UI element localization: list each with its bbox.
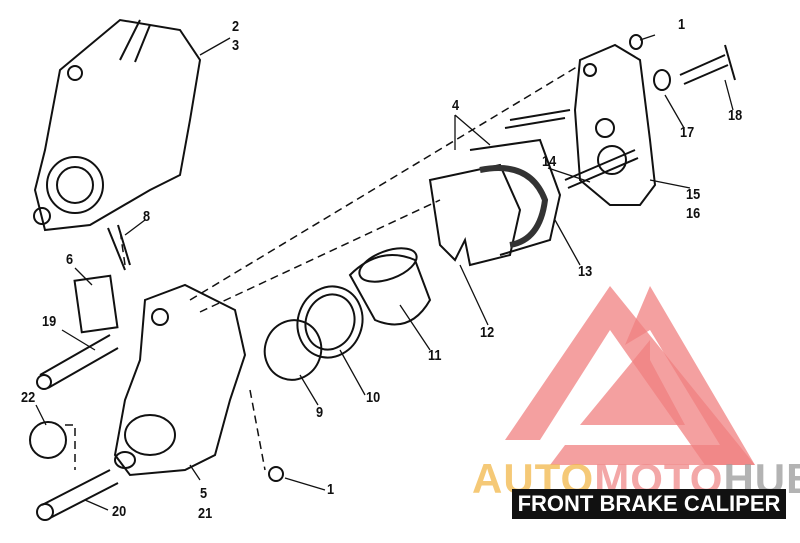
callout-1-top: 1 (678, 16, 686, 33)
callout-6: 6 (66, 251, 74, 268)
callout-5: 5 (200, 485, 208, 502)
callout-11: 11 (428, 347, 442, 364)
callout-8: 8 (143, 208, 151, 225)
callout-13: 13 (578, 263, 593, 280)
callout-3: 3 (232, 37, 240, 54)
lower-caliper-housing (113, 283, 247, 477)
callout-17: 17 (680, 124, 695, 141)
callout-1-bottom: 1 (327, 481, 335, 498)
logo-triangles (505, 286, 755, 465)
callout-21: 21 (198, 505, 213, 522)
callout-14: 14 (542, 153, 557, 170)
callout-19: 19 (42, 313, 57, 330)
callout-2: 2 (232, 18, 240, 35)
diagram-title: FRONT BRAKE CALIPER (512, 489, 786, 519)
mounting-bracket (573, 43, 657, 206)
callout-10: 10 (366, 389, 381, 406)
brake-pad (428, 163, 522, 267)
callout-4: 4 (452, 97, 460, 114)
callout-15: 15 (686, 186, 701, 203)
callout-18: 18 (728, 107, 743, 124)
callout-12: 12 (480, 324, 495, 341)
upper-caliper-housing (33, 18, 202, 232)
callout-9: 9 (316, 404, 324, 421)
piston (348, 254, 432, 326)
callout-22: 22 (21, 389, 36, 406)
callout-16: 16 (686, 205, 701, 222)
callout-20: 20 (112, 503, 127, 520)
